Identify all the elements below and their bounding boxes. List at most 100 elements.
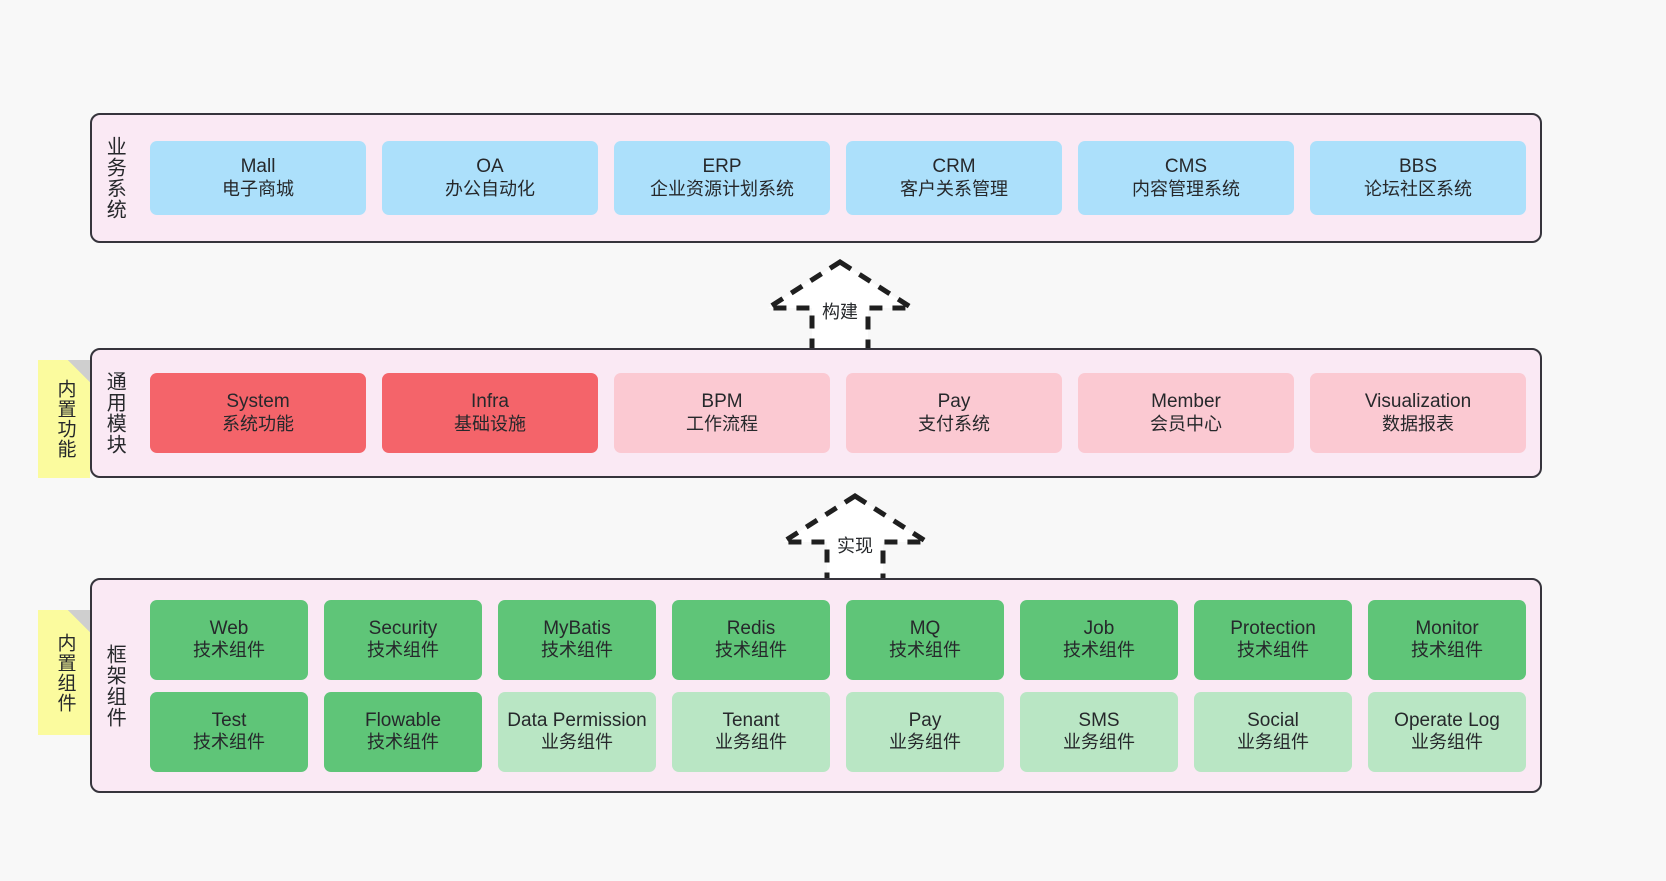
node-title-en: Member <box>1151 391 1221 413</box>
node-member[interactable]: Member 会员中心 <box>1078 373 1294 453</box>
node-title-en: ERP <box>702 156 742 178</box>
node-pay-business[interactable]: Pay 业务组件 <box>846 691 1004 772</box>
layer-row: Test 技术组件 Flowable 技术组件 Data Permission … <box>150 691 1526 772</box>
layer-label-modules: 通用模块 <box>103 371 126 455</box>
page-fold-icon <box>68 360 90 382</box>
node-title-en: Data Permission <box>507 709 647 731</box>
arrow-up-outline-icon <box>774 493 936 589</box>
node-title-cn: 业务组件 <box>541 732 613 753</box>
node-pay[interactable]: Pay 支付系统 <box>846 373 1062 453</box>
node-title-cn: 技术组件 <box>889 640 961 661</box>
node-operate-log[interactable]: Operate Log 业务组件 <box>1368 691 1526 772</box>
node-title-en: BBS <box>1398 156 1438 178</box>
layer-body-modules: System 系统功能 Infra 基础设施 BPM 工作流程 Pay 支付系统… <box>136 350 1540 476</box>
node-title-en: Tenant <box>722 709 780 731</box>
node-title-cn: 论坛社区系统 <box>1364 178 1472 199</box>
node-title-cn: 工作流程 <box>686 413 758 434</box>
layer-label-framework: 框架组件 <box>103 643 126 728</box>
node-title-cn: 基础设施 <box>454 413 526 434</box>
node-title-cn: 业务组件 <box>1063 732 1135 753</box>
node-title-cn: 业务组件 <box>1411 732 1483 753</box>
node-title-en: CMS <box>1164 156 1208 178</box>
page-fold-icon <box>68 610 90 632</box>
node-title-en: Monitor <box>1415 617 1479 639</box>
sticky-note-builtin-features: 内置功能 <box>38 360 90 478</box>
node-title-en: Pay <box>937 391 971 413</box>
node-crm[interactable]: CRM 客户关系管理 <box>846 141 1062 215</box>
sticky-note-label: 内置组件 <box>54 632 76 713</box>
node-title-cn: 内容管理系统 <box>1132 178 1240 199</box>
layer-row: Mall 电子商城 OA 办公自动化 ERP 企业资源计划系统 CRM 客户关系… <box>150 141 1526 215</box>
node-title-en: SMS <box>1078 709 1120 731</box>
node-cms[interactable]: CMS 内容管理系统 <box>1078 141 1294 215</box>
node-title-cn: 技术组件 <box>1237 640 1309 661</box>
node-title-cn: 支付系统 <box>918 413 990 434</box>
node-security[interactable]: Security 技术组件 <box>324 599 482 680</box>
layer-label-business: 业务系统 <box>103 136 126 220</box>
node-title-en: System <box>226 391 290 413</box>
node-title-en: Test <box>211 709 247 731</box>
node-bpm[interactable]: BPM 工作流程 <box>614 373 830 453</box>
node-monitor[interactable]: Monitor 技术组件 <box>1368 599 1526 680</box>
arrow-implement: 实现 <box>774 492 936 590</box>
node-job[interactable]: Job 技术组件 <box>1020 599 1178 680</box>
node-title-cn: 技术组件 <box>367 732 439 753</box>
layer-row: Web 技术组件 Security 技术组件 MyBatis 技术组件 Redi… <box>150 599 1526 680</box>
node-title-en: Job <box>1083 617 1115 639</box>
node-title-en: Operate Log <box>1394 709 1500 731</box>
node-title-en: Flowable <box>364 709 442 731</box>
node-title-en: Web <box>209 617 249 639</box>
node-title-cn: 技术组件 <box>541 640 613 661</box>
node-title-cn: 技术组件 <box>1411 640 1483 661</box>
node-erp[interactable]: ERP 企业资源计划系统 <box>614 141 830 215</box>
layer-body-framework: Web 技术组件 Security 技术组件 MyBatis 技术组件 Redi… <box>136 580 1540 791</box>
node-title-cn: 客户关系管理 <box>900 178 1008 199</box>
node-title-cn: 技术组件 <box>193 732 265 753</box>
node-tenant[interactable]: Tenant 业务组件 <box>672 691 830 772</box>
node-title-en: Visualization <box>1364 391 1472 413</box>
node-title-en: OA <box>476 156 504 178</box>
layer-body-business: Mall 电子商城 OA 办公自动化 ERP 企业资源计划系统 CRM 客户关系… <box>136 115 1540 241</box>
node-redis[interactable]: Redis 技术组件 <box>672 599 830 680</box>
node-social[interactable]: Social 业务组件 <box>1194 691 1352 772</box>
arrow-build: 构建 <box>759 258 921 356</box>
node-title-en: Mall <box>240 156 276 178</box>
node-title-en: Protection <box>1230 617 1316 639</box>
node-title-en: Security <box>368 617 438 639</box>
node-title-cn: 业务组件 <box>715 732 787 753</box>
node-title-cn: 电子商城 <box>222 178 294 199</box>
sticky-note-label: 内置功能 <box>54 379 76 459</box>
node-title-cn: 技术组件 <box>367 640 439 661</box>
node-protection[interactable]: Protection 技术组件 <box>1194 599 1352 680</box>
node-mybatis[interactable]: MyBatis 技术组件 <box>498 599 656 680</box>
node-title-cn: 企业资源计划系统 <box>650 178 794 199</box>
sticky-note-builtin-components: 内置组件 <box>38 610 90 735</box>
layer-row: System 系统功能 Infra 基础设施 BPM 工作流程 Pay 支付系统… <box>150 373 1526 453</box>
node-mall[interactable]: Mall 电子商城 <box>150 141 366 215</box>
node-title-cn: 会员中心 <box>1150 413 1222 434</box>
node-web[interactable]: Web 技术组件 <box>150 599 308 680</box>
node-test[interactable]: Test 技术组件 <box>150 691 308 772</box>
node-mq[interactable]: MQ 技术组件 <box>846 599 1004 680</box>
node-bbs[interactable]: BBS 论坛社区系统 <box>1310 141 1526 215</box>
layer-business-systems: 业务系统 Mall 电子商城 OA 办公自动化 ERP 企业资源计划系统 CRM… <box>90 113 1542 243</box>
node-oa[interactable]: OA 办公自动化 <box>382 141 598 215</box>
node-title-cn: 数据报表 <box>1382 413 1454 434</box>
layer-common-modules: 通用模块 System 系统功能 Infra 基础设施 BPM 工作流程 Pay… <box>90 348 1542 478</box>
node-title-en: Infra <box>470 391 510 413</box>
node-title-cn: 办公自动化 <box>445 178 535 199</box>
node-sms[interactable]: SMS 业务组件 <box>1020 691 1178 772</box>
node-system[interactable]: System 系统功能 <box>150 373 366 453</box>
node-data-permission[interactable]: Data Permission 业务组件 <box>498 691 656 772</box>
layer-framework-components: 框架组件 Web 技术组件 Security 技术组件 MyBatis 技术组件… <box>90 578 1542 793</box>
node-title-en: Social <box>1247 709 1299 731</box>
node-title-cn: 业务组件 <box>1237 732 1309 753</box>
node-title-cn: 技术组件 <box>193 640 265 661</box>
node-title-cn: 技术组件 <box>1063 640 1135 661</box>
node-title-cn: 技术组件 <box>715 640 787 661</box>
arrow-up-outline-icon <box>759 259 921 355</box>
node-infra[interactable]: Infra 基础设施 <box>382 373 598 453</box>
node-flowable[interactable]: Flowable 技术组件 <box>324 691 482 772</box>
node-visualization[interactable]: Visualization 数据报表 <box>1310 373 1526 453</box>
